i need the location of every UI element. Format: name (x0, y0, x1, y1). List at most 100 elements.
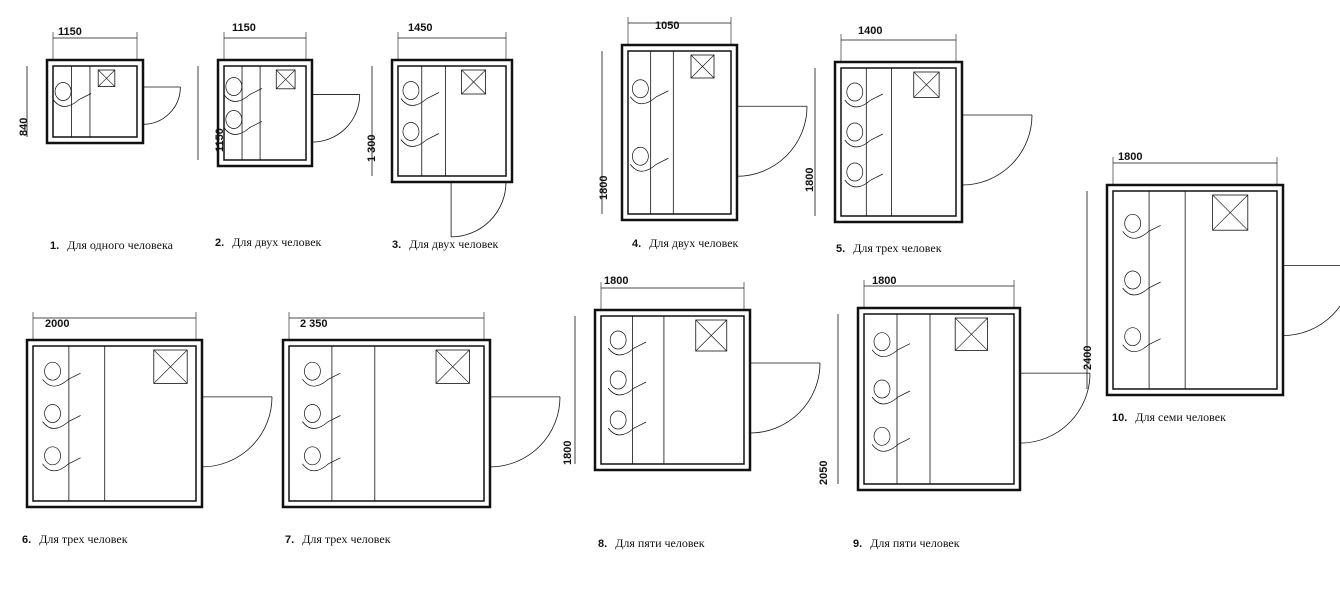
plan-6-width: 2000 (45, 318, 70, 330)
plan-9-inner-wall (863, 313, 1015, 485)
plan-4-caption: 4. Для двух человек (632, 236, 738, 251)
plan-5-heater-cross (913, 71, 940, 98)
plan-6-caption: 6.Для трех человек (22, 532, 128, 547)
plan-4-person-icon (632, 79, 649, 99)
plan-8-caption-text: Для пяти человек (615, 536, 705, 550)
plan-2-heater-cross (276, 69, 296, 90)
plan-1-inner-wall (52, 65, 138, 138)
plan-10-person-icon (1124, 327, 1142, 347)
plan-9-person-body (871, 390, 911, 405)
plan-4-inner-wall (627, 50, 732, 215)
plan-9-person-icon (873, 379, 891, 399)
plan-10-door-swing (1282, 305, 1340, 336)
plan-10-person-icon (1124, 213, 1142, 233)
plan-8-person-icon (609, 330, 627, 350)
plan-3-outer-wall (390, 58, 514, 184)
plan-5-person-body (844, 93, 883, 108)
plan-10-heater-cross (1212, 194, 1249, 231)
plan-7-person-icon (304, 446, 321, 466)
plan-2-height: 1150 (214, 128, 226, 152)
plan-3-height: 1 300 (366, 134, 378, 162)
plan-9-person-icon (873, 426, 891, 446)
plan-2-caption-text: Для двух человек (232, 235, 322, 249)
plan-3-person-body (400, 92, 440, 106)
plan-10-width: 1800 (1118, 151, 1143, 163)
plan-5-height: 1800 (804, 167, 816, 192)
plan-9-person-body (871, 438, 911, 452)
plan-4-door-swing (736, 106, 808, 177)
plan-5-number: 5. (836, 243, 846, 255)
plan-4-caption-text: Для двух человек (649, 236, 739, 250)
plan-10-person-body (1122, 281, 1161, 296)
plan-1-caption-text: Для одного человека (67, 238, 173, 252)
plan-1-heater-icon (97, 69, 116, 88)
plan-1-person-body (52, 93, 92, 107)
plan-3-heater-cross (461, 69, 486, 95)
plan-8-width: 1800 (604, 275, 629, 287)
plan-7-person-icon (304, 404, 321, 423)
plan-10-outer-wall (1105, 183, 1285, 397)
plan-10-person-icon (1124, 270, 1142, 290)
plan-5-person-body (844, 133, 883, 148)
plan-1-outer-wall (45, 58, 145, 145)
plan-4-heater-cross (690, 54, 715, 79)
plan-3-inner-wall (397, 65, 507, 177)
plan-2-width: 1150 (232, 22, 256, 34)
plan-7-outer-wall (281, 338, 492, 509)
plan-2-door-swing (311, 94, 361, 143)
plan-7-person-body (302, 372, 341, 387)
plan-6-person-icon (44, 446, 61, 466)
plan-3-door-swing (451, 181, 507, 238)
plan-2-person-body (223, 88, 262, 102)
plan-8-number: 8. (598, 538, 608, 550)
plan-7-person-body (302, 457, 341, 472)
plan-1-person-icon (54, 82, 72, 101)
plan-8-inner-wall (600, 315, 745, 465)
plan-2-inner-wall (223, 65, 307, 161)
plan-9-person-icon (873, 332, 891, 352)
plan-8-person-body (607, 381, 647, 396)
plan-2-heater-icon (275, 69, 296, 90)
plan-10-caption: 10. Для семи человек (1112, 410, 1226, 425)
plan-9-heater-icon (954, 317, 989, 351)
plan-3-person-icon (402, 81, 420, 100)
plan-7-width: 2 350 (300, 318, 328, 330)
plan-2-number: 2. (215, 237, 225, 249)
plan-2-outer-wall (216, 58, 314, 168)
plan-9-caption-text: Для пяти человек (870, 536, 960, 550)
plan-6-person-body (42, 415, 81, 429)
plan-1-number: 1. (50, 240, 60, 252)
plan-2-person-icon (225, 77, 243, 96)
plan-7-heater-cross (435, 349, 470, 384)
plan-5-person-body (844, 173, 883, 188)
plan-7-caption: 7.Для трех человек (285, 532, 391, 547)
plan-7-person-icon (304, 361, 321, 381)
plan-4-height: 1800 (598, 175, 610, 200)
plan-5-caption: 5. Для трех человек (836, 241, 942, 256)
plan-10-number: 10. (1112, 412, 1128, 424)
plan-5-heater-icon (913, 71, 940, 98)
plan-5-outer-wall (833, 60, 964, 224)
plan-6-person-icon (44, 404, 61, 423)
plan-9-caption: 9.Для пяти человек (853, 536, 960, 551)
plan-10-caption-text: Для семи человек (1135, 410, 1226, 424)
plan-8-heater-cross (695, 319, 727, 352)
plan-2-person-body (223, 121, 262, 135)
plan-7-number: 7. (285, 534, 295, 546)
plan-6-person-body (42, 457, 81, 472)
plan-6-heater-cross (153, 349, 188, 384)
plan-10-heater-icon (1212, 194, 1249, 231)
plan-8-door-swing (749, 362, 821, 434)
plan-3-caption: 3.Для двух человек (392, 237, 498, 252)
plan-5-caption-text: Для трех человек (853, 241, 942, 255)
plan-4-number: 4. (632, 238, 642, 250)
plan-1-caption: 1. Для одного человека (50, 238, 173, 253)
plan-4-outer-wall (620, 43, 739, 222)
plan-9-door-swing (1019, 373, 1091, 444)
plan-3-person-icon (402, 122, 420, 141)
plan-8-height: 1800 (562, 440, 574, 465)
plan-3-person-body (400, 133, 440, 147)
plan-6-heater-icon (153, 349, 188, 384)
plan-4-person-body (630, 157, 669, 172)
plan-3-caption-text: Для двух человек (409, 237, 499, 251)
